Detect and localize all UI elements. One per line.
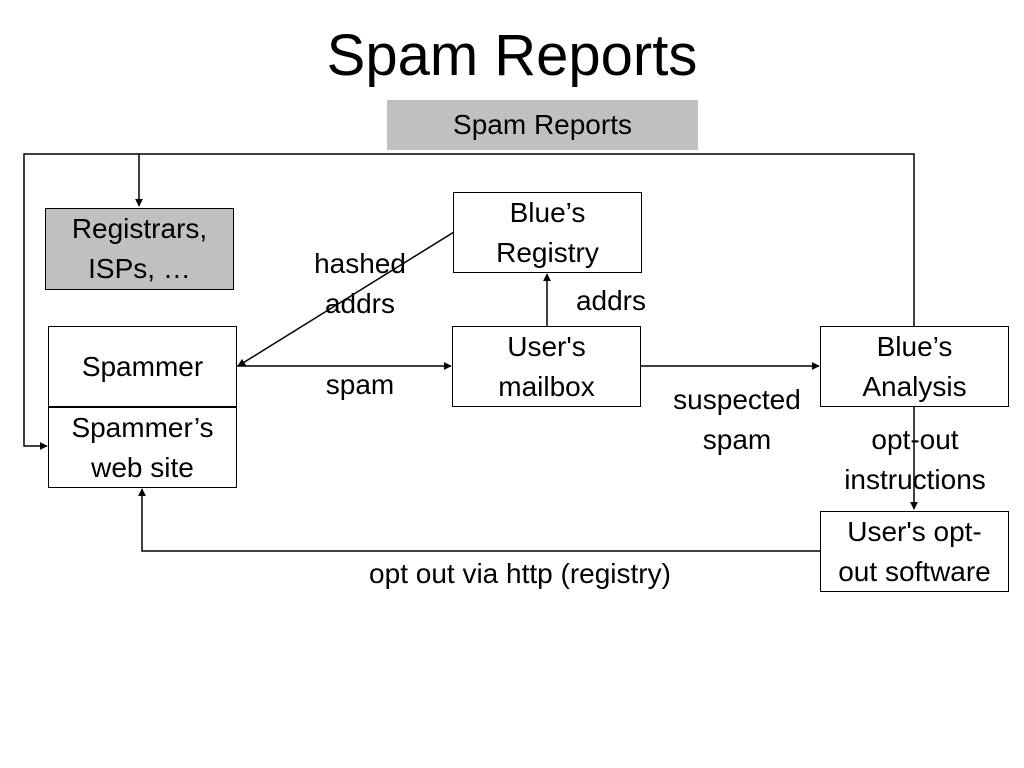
spam-label: spam bbox=[325, 369, 395, 400]
hashed-addrs-label: hashed addrs bbox=[314, 248, 406, 319]
spammer-box: Spammer bbox=[48, 326, 237, 407]
opt-out-software-box: User's opt- out software bbox=[820, 511, 1009, 592]
spam-reports-box: Spam Reports bbox=[387, 100, 698, 150]
connector-optout-to-spammer-site bbox=[138, 488, 820, 552]
opt-out-instructions-label: opt-out instructions bbox=[844, 424, 986, 495]
connector-analysis-to-registrars bbox=[135, 153, 915, 326]
blue-analysis-box: Blue’s Analysis bbox=[820, 326, 1009, 407]
user-mailbox-box: User's mailbox bbox=[452, 326, 641, 407]
opt-out-http-label: opt out via http (registry) bbox=[369, 558, 671, 589]
blue-registry-box: Blue’s Registry bbox=[453, 192, 642, 273]
registrars-box: Registrars, ISPs, … bbox=[45, 208, 234, 290]
addrs-label: addrs bbox=[575, 285, 647, 316]
page-title: Spam Reports bbox=[326, 23, 698, 88]
connector-analysis-to-spammer-site bbox=[23, 153, 139, 450]
connector-registry-to-spammer bbox=[237, 231, 455, 367]
spammer-web-site-box: Spammer’s web site bbox=[48, 407, 237, 488]
suspected-spam-label: suspected spam bbox=[673, 384, 801, 455]
